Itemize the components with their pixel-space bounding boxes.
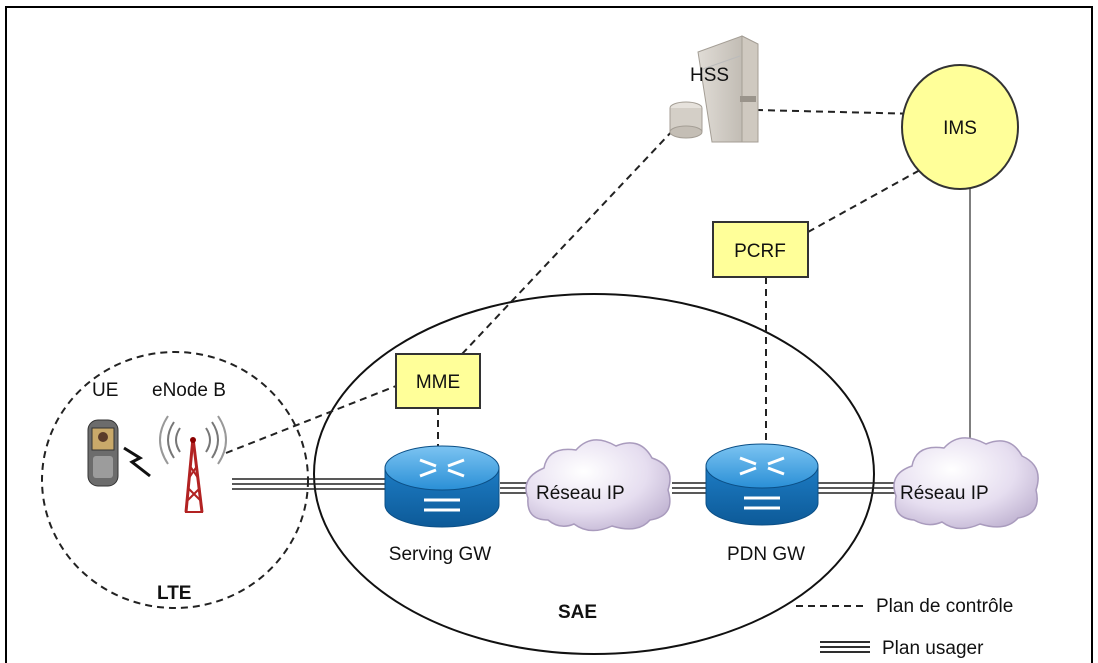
lte-ellipse [41, 351, 309, 609]
legend: Plan de contrôle Plan usager [796, 596, 1013, 659]
pcrf-label: PCRF [734, 241, 786, 262]
hss-label: HSS [690, 65, 729, 86]
serving-gw-router-icon [384, 445, 500, 528]
ue-phone-icon [87, 419, 151, 487]
mme-label: MME [416, 372, 460, 393]
ims-node [901, 64, 1019, 190]
link-hss-ims [755, 109, 921, 115]
ims-label: IMS [943, 118, 977, 139]
pdn-gw-label: PDN GW [727, 544, 805, 565]
enodeb-label: eNode B [152, 380, 226, 401]
ip-network-cloud-icon-2 [893, 437, 1039, 530]
lte-label: LTE [157, 583, 191, 604]
serving-gw-label: Serving GW [389, 544, 491, 565]
legend-control-plane-label: Plan de contrôle [876, 596, 1013, 617]
link-enodeb-mme [225, 385, 397, 454]
legend-user-plane-label: Plan usager [882, 638, 984, 659]
ip-network-cloud-icon-1 [525, 439, 671, 532]
ip-network-label-2: Réseau IP [900, 483, 989, 504]
sae-ellipse [313, 293, 875, 655]
enodeb-antenna-icon [159, 415, 227, 513]
frame [5, 6, 1093, 663]
sae-label: SAE [558, 602, 597, 623]
legend-user-plane-swatch [820, 641, 870, 653]
user-plane-links [232, 478, 900, 494]
link-pcrf-ims [807, 169, 921, 233]
hss-server-icon [669, 35, 759, 143]
pdn-gw-router-icon [705, 443, 819, 526]
mme-node [395, 353, 481, 409]
pcrf-node [712, 221, 809, 278]
ue-label: UE [92, 380, 118, 401]
link-mme-hss [461, 109, 693, 355]
ip-network-label-1: Réseau IP [536, 483, 625, 504]
